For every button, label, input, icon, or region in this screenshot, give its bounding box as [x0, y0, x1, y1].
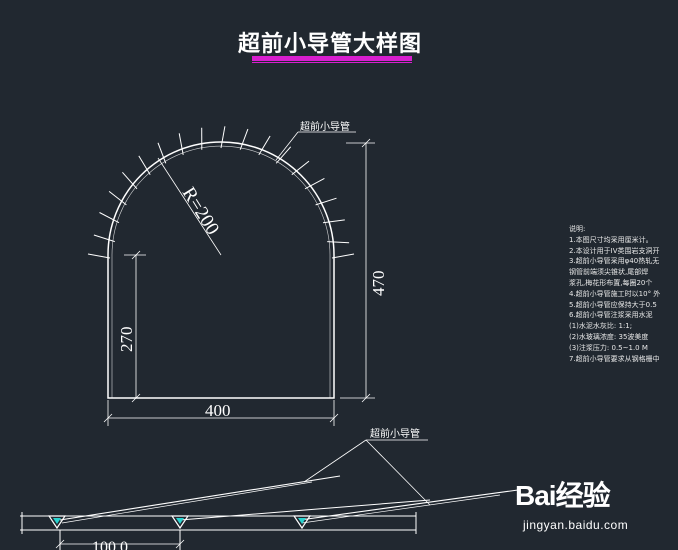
dimension-400 — [103, 400, 339, 426]
notes-line: 浆孔,梅花形布置,每圈20个 — [569, 278, 653, 287]
notes-line: 1.本图尺寸均采用厘米计。 — [569, 235, 653, 244]
title-underline-thin — [252, 62, 412, 63]
notes-line: 6.超前小导管注浆采用水泥 — [569, 311, 653, 320]
spile — [220, 126, 226, 149]
spile — [178, 133, 184, 155]
spile — [258, 135, 271, 156]
spile — [331, 253, 355, 259]
pipe-label-top: 超前小导管 — [300, 120, 350, 133]
radius-line — [157, 157, 222, 256]
watermark: Bai经验 jingyan.baidu.com — [515, 474, 628, 532]
spile — [315, 197, 337, 206]
height-270-label: 270 — [117, 327, 136, 353]
support-marker — [170, 515, 190, 530]
spile — [108, 191, 127, 206]
spile-group — [87, 126, 355, 259]
spile — [122, 171, 138, 190]
notes-line: 3.超前小导管采用φ40热轧无 — [569, 257, 660, 266]
spile — [327, 241, 350, 244]
title-underline — [252, 56, 412, 61]
spile — [99, 212, 120, 224]
spile — [93, 234, 115, 243]
page-title: 超前小导管大样图 — [237, 32, 422, 57]
notes-line: 钢管前端须尖锥状,尾部焊 — [569, 268, 649, 277]
spile — [239, 128, 249, 150]
notes-line: (3)注浆压力: 0.5~1.0 M — [569, 343, 648, 352]
notes-line: 4.超前小导管施工时以10° 外 — [569, 289, 661, 298]
notes-block: 说明: 1.本图尺寸均采用厘米计。 2.本设计用于IV类围岩支洞开 3.超前小导… — [569, 224, 678, 364]
dimension-270 — [124, 250, 146, 403]
height-470-label: 470 — [369, 271, 388, 297]
pipe-label-bottom: 超前小导管 — [370, 427, 420, 440]
support-marker — [47, 515, 67, 530]
longitudinal-section — [20, 439, 519, 550]
spile — [87, 253, 111, 259]
notes-line: 7.超前小导管要求从钢格栅中 — [569, 354, 660, 363]
spile — [157, 142, 167, 164]
tunnel-lining — [111, 145, 331, 398]
notes-line: (2)水玻璃浓度: 35波美度 — [569, 332, 649, 341]
width-400-label: 400 — [205, 401, 231, 420]
dimension-470 — [340, 138, 375, 403]
notes-line: 5.超前小导管应保持大于0.5 — [569, 300, 657, 309]
tunnel-outline — [107, 141, 335, 399]
notes-line: 2.本设计用于IV类围岩支洞开 — [569, 246, 660, 255]
support-marker — [292, 515, 312, 530]
watermark-url: jingyan.baidu.com — [523, 518, 629, 532]
notes-line: (1)水泥水灰比: 1:1; — [569, 322, 633, 331]
spile — [322, 219, 345, 224]
spile — [138, 155, 151, 175]
radius-label: R=200 — [178, 184, 223, 239]
spile — [275, 146, 292, 164]
watermark-brand: Bai经验 — [515, 480, 611, 511]
support-markers — [47, 515, 312, 530]
notes-line: 说明: — [569, 225, 586, 233]
spacing-label: 100.0 — [92, 539, 128, 550]
spile — [291, 160, 310, 176]
leader-top — [275, 131, 356, 161]
spile — [304, 177, 325, 190]
